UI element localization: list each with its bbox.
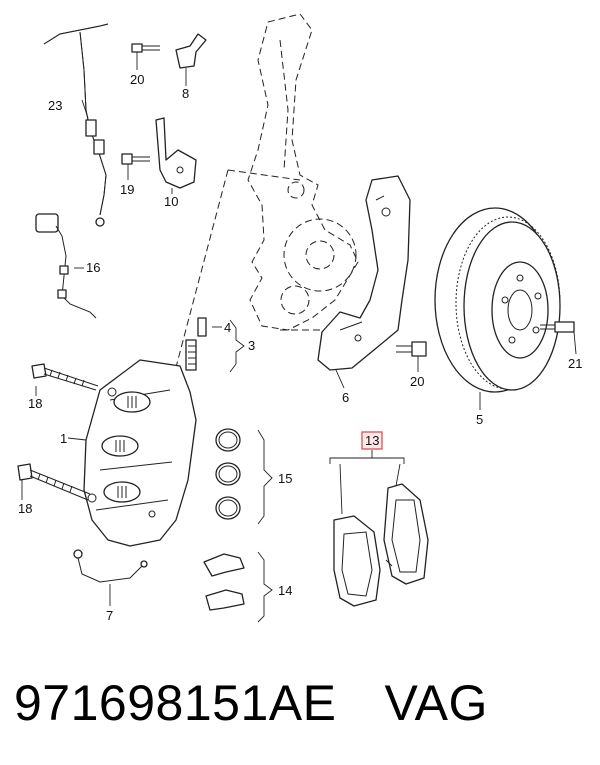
sensor-wire-7 [73,549,148,583]
part-labels: 23 20 8 19 10 16 4 3 18 1 18 7 15 14 13 … [18,72,582,623]
label-15: 15 [278,471,292,486]
label-3: 3 [248,338,255,353]
highlight-box-13 [361,431,383,450]
label-14: 14 [278,583,292,598]
brake-caliper [83,359,197,547]
label-20-top: 20 [130,72,144,87]
bolt-18-upper [31,363,99,391]
label-10: 10 [164,194,178,209]
label-18-upper: 18 [28,396,42,411]
bolt-19 [121,153,150,165]
label-8: 8 [182,86,189,101]
exploded-parts-diagram: 23 20 8 19 10 16 4 3 18 1 18 7 15 14 13 … [17,13,582,623]
wear-sensor [35,213,97,319]
label-21: 21 [568,356,582,371]
bolt-18-lower [17,463,91,501]
brake-pads [333,483,429,607]
brake-disc [434,207,561,393]
label-16: 16 [86,260,100,275]
label-13: 13 [365,433,379,448]
spring-clips [203,553,245,611]
guide-pins [185,317,207,371]
part-number: 971698151AE [14,675,337,731]
brake-hose [43,23,109,227]
splash-shield [317,175,411,371]
brand-name: VAG [384,675,488,731]
leader-lines [21,52,577,623]
label-18-lower: 18 [18,501,32,516]
steering-knuckle [169,13,359,391]
bracket-10 [155,117,197,189]
piston-seals [215,428,241,520]
bracket-8 [175,33,207,69]
label-23: 23 [48,98,62,113]
label-20-shield: 20 [410,374,424,389]
footer-caption: 971698151AE VAG [14,668,594,738]
label-19: 19 [120,182,134,197]
bolt-20-shield [396,341,427,357]
label-5: 5 [476,412,483,427]
label-7: 7 [106,608,113,623]
label-4: 4 [224,320,231,335]
bolt-20-top [131,43,160,53]
label-6: 6 [342,390,349,405]
label-1: 1 [60,431,67,446]
